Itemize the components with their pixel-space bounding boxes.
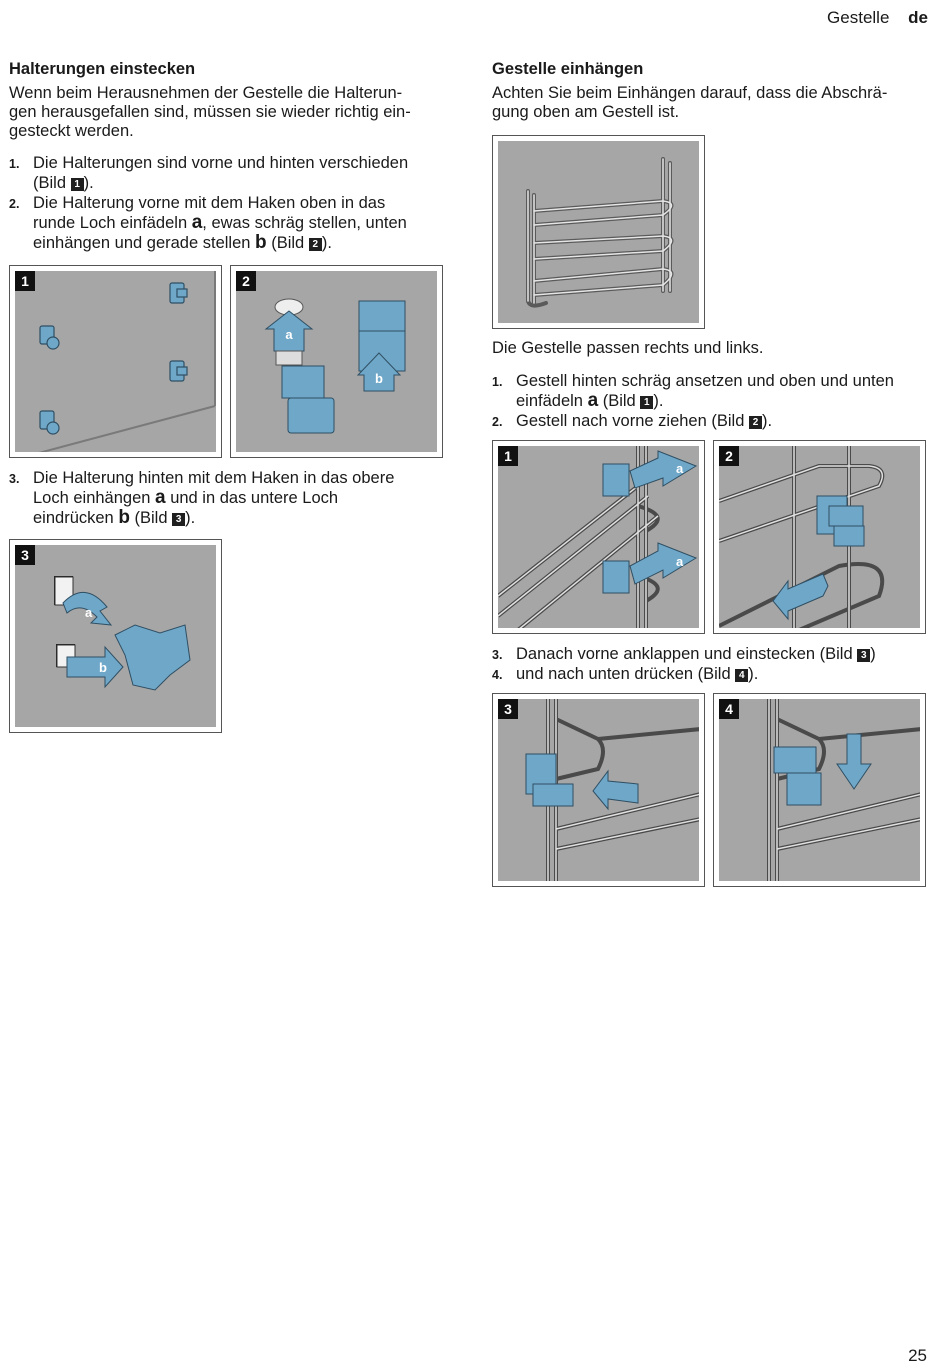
rack-step-2: 2. Gestell nach vorne ziehen (Bild 2).: [492, 412, 773, 430]
rack-step-4: 4. und nach unten drücken (Bild 4).: [492, 665, 759, 683]
figure-left-1: 1: [9, 265, 222, 458]
oven-wall-illustration: [38, 271, 216, 452]
figure-number: 1: [498, 446, 518, 466]
label-a: a: [676, 461, 684, 476]
step-1: 1. Die Halterungen sind vorne und hinten…: [9, 154, 409, 192]
page-header: Gestelle de: [827, 8, 928, 28]
right-note: Die Gestelle passen rechts und links.: [492, 339, 764, 357]
left-intro: Wenn beim Herausnehmen der Gestelle die …: [9, 84, 411, 140]
label-a: a: [285, 327, 293, 342]
right-instructions-2: 3. Danach vorne anklappen und einstecken…: [492, 644, 932, 684]
figure-number: 2: [719, 446, 739, 466]
right-column: Gestelle einhängen Achten Sie beim Einhä…: [492, 60, 930, 122]
rack-pull-forward-illustration: [719, 446, 885, 628]
label-a: a: [676, 554, 684, 569]
left-column: Halterungen einstecken Wenn beim Herausn…: [9, 60, 444, 253]
step-2: 2. Die Halterung vorne mit dem Haken obe…: [9, 194, 407, 253]
figure-ref: 4: [735, 669, 749, 682]
figure-number: 1: [15, 271, 35, 291]
page-number: 25: [908, 1346, 927, 1365]
right-intro: Achten Sie beim Einhängen darauf, dass d…: [492, 84, 888, 121]
figure-right-4: 4: [713, 693, 926, 887]
figure-number: 3: [498, 699, 518, 719]
label-b: b: [375, 371, 383, 386]
figure-left-2: a b 2: [230, 265, 443, 458]
figure-ref: 1: [640, 396, 654, 409]
front-holder-illustration: a b: [264, 298, 406, 434]
figure-right-3: 3: [492, 693, 705, 887]
figure-ref: 3: [172, 513, 186, 526]
figure-number: 3: [15, 545, 35, 565]
label-b: b: [99, 660, 107, 675]
figure-number: 4: [719, 699, 739, 719]
figure-right-2: 2: [713, 440, 926, 634]
left-step-3: 3. Die Halterung hinten mit dem Haken in…: [9, 468, 444, 528]
rack-step-1: 1. Gestell hinten schräg ansetzen und ob…: [492, 372, 894, 411]
right-instructions: Die Gestelle passen rechts und links. 1.…: [492, 339, 932, 431]
rack-step-3: 3. Danach vorne anklappen und einstecken…: [492, 645, 876, 663]
left-steps: 1. Die Halterungen sind vorne und hinten…: [9, 153, 444, 253]
figure-left-3: a b 3: [9, 539, 222, 733]
figure-ref: 1: [70, 178, 84, 191]
language-code: de: [908, 8, 928, 27]
figure-right-1: a a 1: [492, 440, 705, 634]
rack-fold-in-illustration: [525, 699, 699, 881]
section-title: Gestelle: [827, 8, 890, 27]
rear-holder-illustration: a b: [54, 576, 191, 691]
step-3: 3. Die Halterung hinten mit dem Haken in…: [9, 469, 395, 528]
figure-rack-overview: [492, 135, 705, 329]
figure-number: 2: [236, 271, 256, 291]
label-a: a: [85, 605, 93, 620]
heading-halterungen: Halterungen einstecken: [9, 60, 196, 78]
rack-press-down-illustration: [767, 699, 920, 881]
rack-illustration: [526, 157, 674, 308]
rack-insert-back-illustration: a a: [498, 446, 698, 628]
figure-ref: 3: [857, 649, 871, 662]
heading-gestelle: Gestelle einhängen: [492, 60, 644, 78]
figure-ref: 2: [308, 238, 322, 251]
figure-ref: 2: [748, 416, 762, 429]
